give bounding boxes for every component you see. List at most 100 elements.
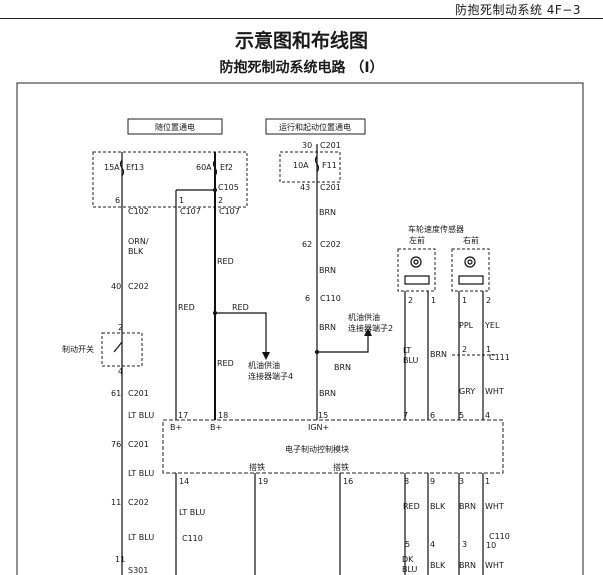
c110-mid-pin: 6 [305, 294, 310, 303]
c110-left-label: C110 [182, 534, 203, 543]
brake-switch-pin2: 2 [118, 323, 123, 332]
wht-3: WHT [485, 561, 504, 570]
ebcm-pin16: 16 [343, 477, 353, 486]
c111-label: C111 [489, 353, 510, 362]
ws-l2-pin: 2 [408, 296, 413, 305]
lt-blu-3: LT BLU [128, 533, 154, 542]
ebcm-pin8: 8 [404, 477, 409, 486]
brn-ws: BRN [430, 350, 447, 359]
c202-l2-pin: 11 [111, 498, 121, 507]
blk-1: BLK [430, 502, 446, 511]
c201-l1-pin: 61 [111, 389, 121, 398]
orn-blk-1: ORN/ [128, 237, 149, 246]
ebcm-pin17: 17 [178, 411, 188, 420]
fuse-f11-name: F11 [322, 161, 337, 170]
lt-blu-1: LT BLU [128, 411, 154, 420]
ebcm-module [162, 419, 504, 474]
ebcm-label: 电子制动控制模块 [285, 444, 349, 454]
lt-blu-ws-1: LT [403, 346, 411, 355]
red-1: RED [178, 303, 195, 312]
oil-conn2-1: 机油供油 [348, 312, 380, 322]
red-2: RED [217, 257, 234, 266]
ppl: PPL [459, 321, 474, 330]
run-start-label: 运行和起动位置通电 [279, 122, 351, 132]
fuse-f11-rating: 10A [293, 161, 309, 170]
gry: GRY [459, 387, 475, 396]
c102-label: C102 [128, 207, 149, 216]
oil-conn2-2: 连接器端子2 [348, 323, 393, 333]
always-hot-label: 随位置通电 [155, 122, 195, 132]
oil-conn4-2: 连接器端子4 [248, 371, 293, 381]
lf-sensor-box [397, 248, 436, 292]
c201-mid-pin: 43 [300, 183, 310, 192]
brn-3: BRN [319, 323, 336, 332]
red-4: RED [217, 359, 234, 368]
dk-blu-2: BLU [402, 565, 418, 574]
c107b-pin: 2 [218, 196, 223, 205]
c201-top-label: C201 [320, 141, 341, 150]
ws-r1-pin: 1 [462, 296, 467, 305]
lf-sensor-gear-icon [410, 256, 422, 268]
fuse-ei2-icon [212, 159, 218, 177]
fuse-ei13-name: Ef13 [126, 163, 144, 172]
c111-p1: 1 [486, 345, 491, 354]
c201-l2-pin: 76 [111, 440, 121, 449]
wire-red-oil [215, 312, 267, 352]
c110-r4: 4 [430, 540, 435, 549]
ebcm-pin19: 19 [258, 477, 268, 486]
rf-sensor-gear-icon [464, 256, 476, 268]
lt-blu-4: LT BLU [179, 508, 205, 517]
b-plus-2: B+ [210, 423, 222, 432]
ign-plus: IGN+ [308, 423, 329, 432]
c201-mid-label: C201 [320, 183, 341, 192]
c110-right-label: C110 [489, 532, 510, 541]
circuit-subtitle: 防抱死制动系统电路 （Ⅰ） [219, 60, 384, 76]
fuse-ei2-name: Ef2 [220, 163, 233, 172]
ebcm-pin15: 15 [318, 411, 328, 420]
brn-4: BRN [334, 363, 351, 372]
always-hot-box [127, 118, 223, 135]
ip-fuse-block [279, 151, 341, 183]
c110-mid-label: C110 [320, 294, 341, 303]
wheel-sensor-title: 车轮速度传感器 [408, 224, 464, 234]
c202-l2-label: C202 [128, 498, 149, 507]
c110-r5: 5 [405, 540, 410, 549]
ground-2: 搭铁 [333, 462, 349, 472]
oil-conn4-1: 机油供油 [248, 360, 280, 370]
yel: YEL [484, 321, 500, 330]
fuse-ei13-icon [119, 159, 125, 177]
b-plus-1: B+ [170, 423, 182, 432]
s301-pin: 11 [115, 555, 125, 564]
s301-label: S301 [128, 566, 148, 575]
brn-6: BRN [459, 502, 476, 511]
c202-mid-label: C202 [320, 240, 341, 249]
c202-mid-pin: 62 [302, 240, 312, 249]
arrow-oil-4 [262, 352, 270, 360]
brn-5: BRN [319, 389, 336, 398]
ebcm-pin7: 7 [403, 411, 408, 420]
left-front-label: 左前 [409, 235, 425, 245]
blk-2: BLK [430, 561, 446, 570]
brn-2: BRN [319, 266, 336, 275]
rf-sensor-box [451, 248, 490, 292]
diagram-frame [16, 82, 584, 575]
c107a-label: C107 [180, 207, 201, 216]
brn-7: BRN [459, 561, 476, 570]
wire-brn-oil [317, 334, 369, 353]
c202-left-pin: 40 [111, 282, 121, 291]
c202-left-label: C202 [128, 282, 149, 291]
c107a-pin: 1 [179, 196, 184, 205]
brake-switch-label: 制动开关 [62, 344, 94, 354]
arrow-oil-2 [364, 328, 372, 336]
ebcm-pin5: 5 [459, 411, 464, 420]
page-header: 防抱死制动系统 4F−3 [454, 3, 581, 17]
orn-blk-2: BLK [128, 247, 144, 256]
ebcm-pin3: 3 [459, 477, 464, 486]
header-rule [0, 18, 603, 19]
ground-1: 搭铁 [249, 462, 265, 472]
ebcm-pin9: 9 [430, 477, 435, 486]
dk-blu-1: DK [402, 555, 414, 564]
c110-r10: 10 [486, 541, 496, 550]
fuse-ei2-rating: 60A [196, 163, 212, 172]
